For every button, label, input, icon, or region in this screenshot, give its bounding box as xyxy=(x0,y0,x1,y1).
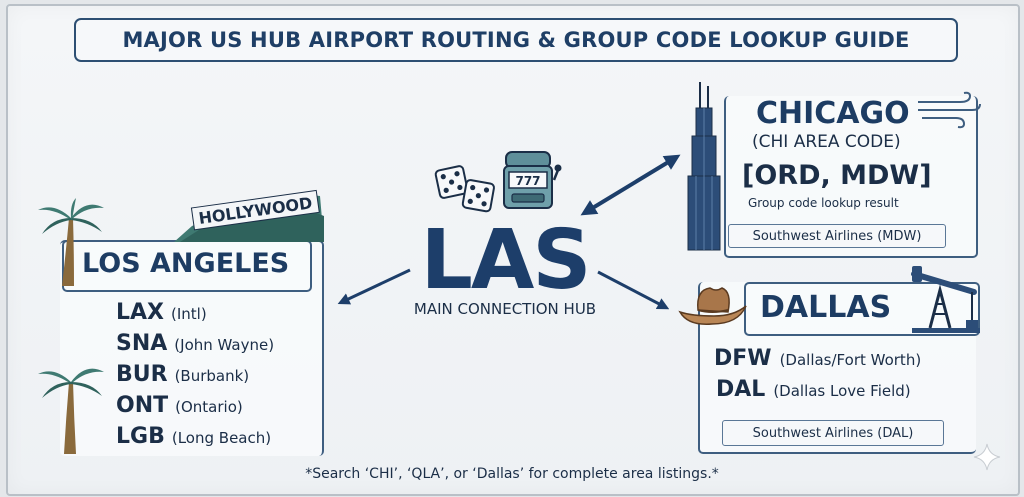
airport-code: BUR xyxy=(116,362,168,387)
chicago-codes: [ORD, MDW] xyxy=(742,160,932,191)
hub-code: LAS xyxy=(420,213,592,308)
sparkle-icon xyxy=(973,443,1001,471)
airport-row-lgb: LGB (Long Beach) xyxy=(116,424,271,449)
airport-code: SNA xyxy=(116,331,168,356)
palm-tree-icon xyxy=(38,368,104,454)
dice-icon xyxy=(434,165,495,213)
title-banner: MAJOR US HUB AIRPORT ROUTING & GROUP COD… xyxy=(74,18,958,62)
chicago-airline: Southwest Airlines (MDW) xyxy=(728,224,946,248)
svg-text:777: 777 xyxy=(515,174,540,188)
arrow-hub-chicago xyxy=(580,154,681,216)
page-title: MAJOR US HUB AIRPORT ROUTING & GROUP COD… xyxy=(122,28,910,52)
chicago-title: CHICAGO xyxy=(756,96,910,131)
airport-code: LAX xyxy=(116,300,165,325)
los-angeles-name-box xyxy=(62,240,312,292)
skyscraper-icon xyxy=(687,82,721,251)
airport-code: DFW xyxy=(714,346,772,371)
airport-row-bur: BUR (Burbank) xyxy=(116,362,249,387)
airport-desc: (Dallas Love Field) xyxy=(773,382,911,400)
airport-desc: (John Wayne) xyxy=(174,336,275,354)
hollywood-sign-icon: HOLLYWOOD xyxy=(174,189,324,242)
airport-row-dfw: DFW (Dallas/Fort Worth) xyxy=(714,346,921,371)
airport-row-ont: ONT (Ontario) xyxy=(116,393,243,418)
airport-desc: (Intl) xyxy=(171,305,207,323)
chicago-result-label: Group code lookup result xyxy=(748,196,899,210)
dallas-airline: Southwest Airlines (DAL) xyxy=(722,420,944,446)
slot-machine-icon: 777 xyxy=(503,151,562,209)
los-angeles-title: LOS ANGELES xyxy=(82,248,290,279)
wind-icon xyxy=(918,91,981,129)
footer-note: *Search ‘CHI’, ‘QLA’, or ‘Dallas’ for co… xyxy=(305,466,719,482)
airport-code: LGB xyxy=(116,424,165,449)
dallas-title: DALLAS xyxy=(760,290,892,325)
arrow-to-los-angeles xyxy=(337,268,411,305)
airport-desc: (Long Beach) xyxy=(171,429,272,447)
airport-desc: (Ontario) xyxy=(175,398,243,416)
airport-code: ONT xyxy=(116,393,169,418)
airport-code: DAL xyxy=(716,377,766,402)
cowboy-hat-icon xyxy=(678,287,747,325)
airport-row-sna: SNA (John Wayne) xyxy=(116,331,274,356)
airport-desc: (Dallas/Fort Worth) xyxy=(779,351,922,369)
arrow-to-dallas xyxy=(597,270,670,310)
airport-row-lax: LAX (Intl) xyxy=(116,300,207,325)
palm-tree-icon xyxy=(38,198,104,286)
chicago-area-code: (CHI AREA CODE) xyxy=(752,132,901,152)
hub-label: MAIN CONNECTION HUB xyxy=(413,300,597,318)
airport-desc: (Burbank) xyxy=(174,367,250,385)
oil-derrick-icon xyxy=(911,266,980,333)
airport-row-dal: DAL (Dallas Love Field) xyxy=(716,377,911,402)
